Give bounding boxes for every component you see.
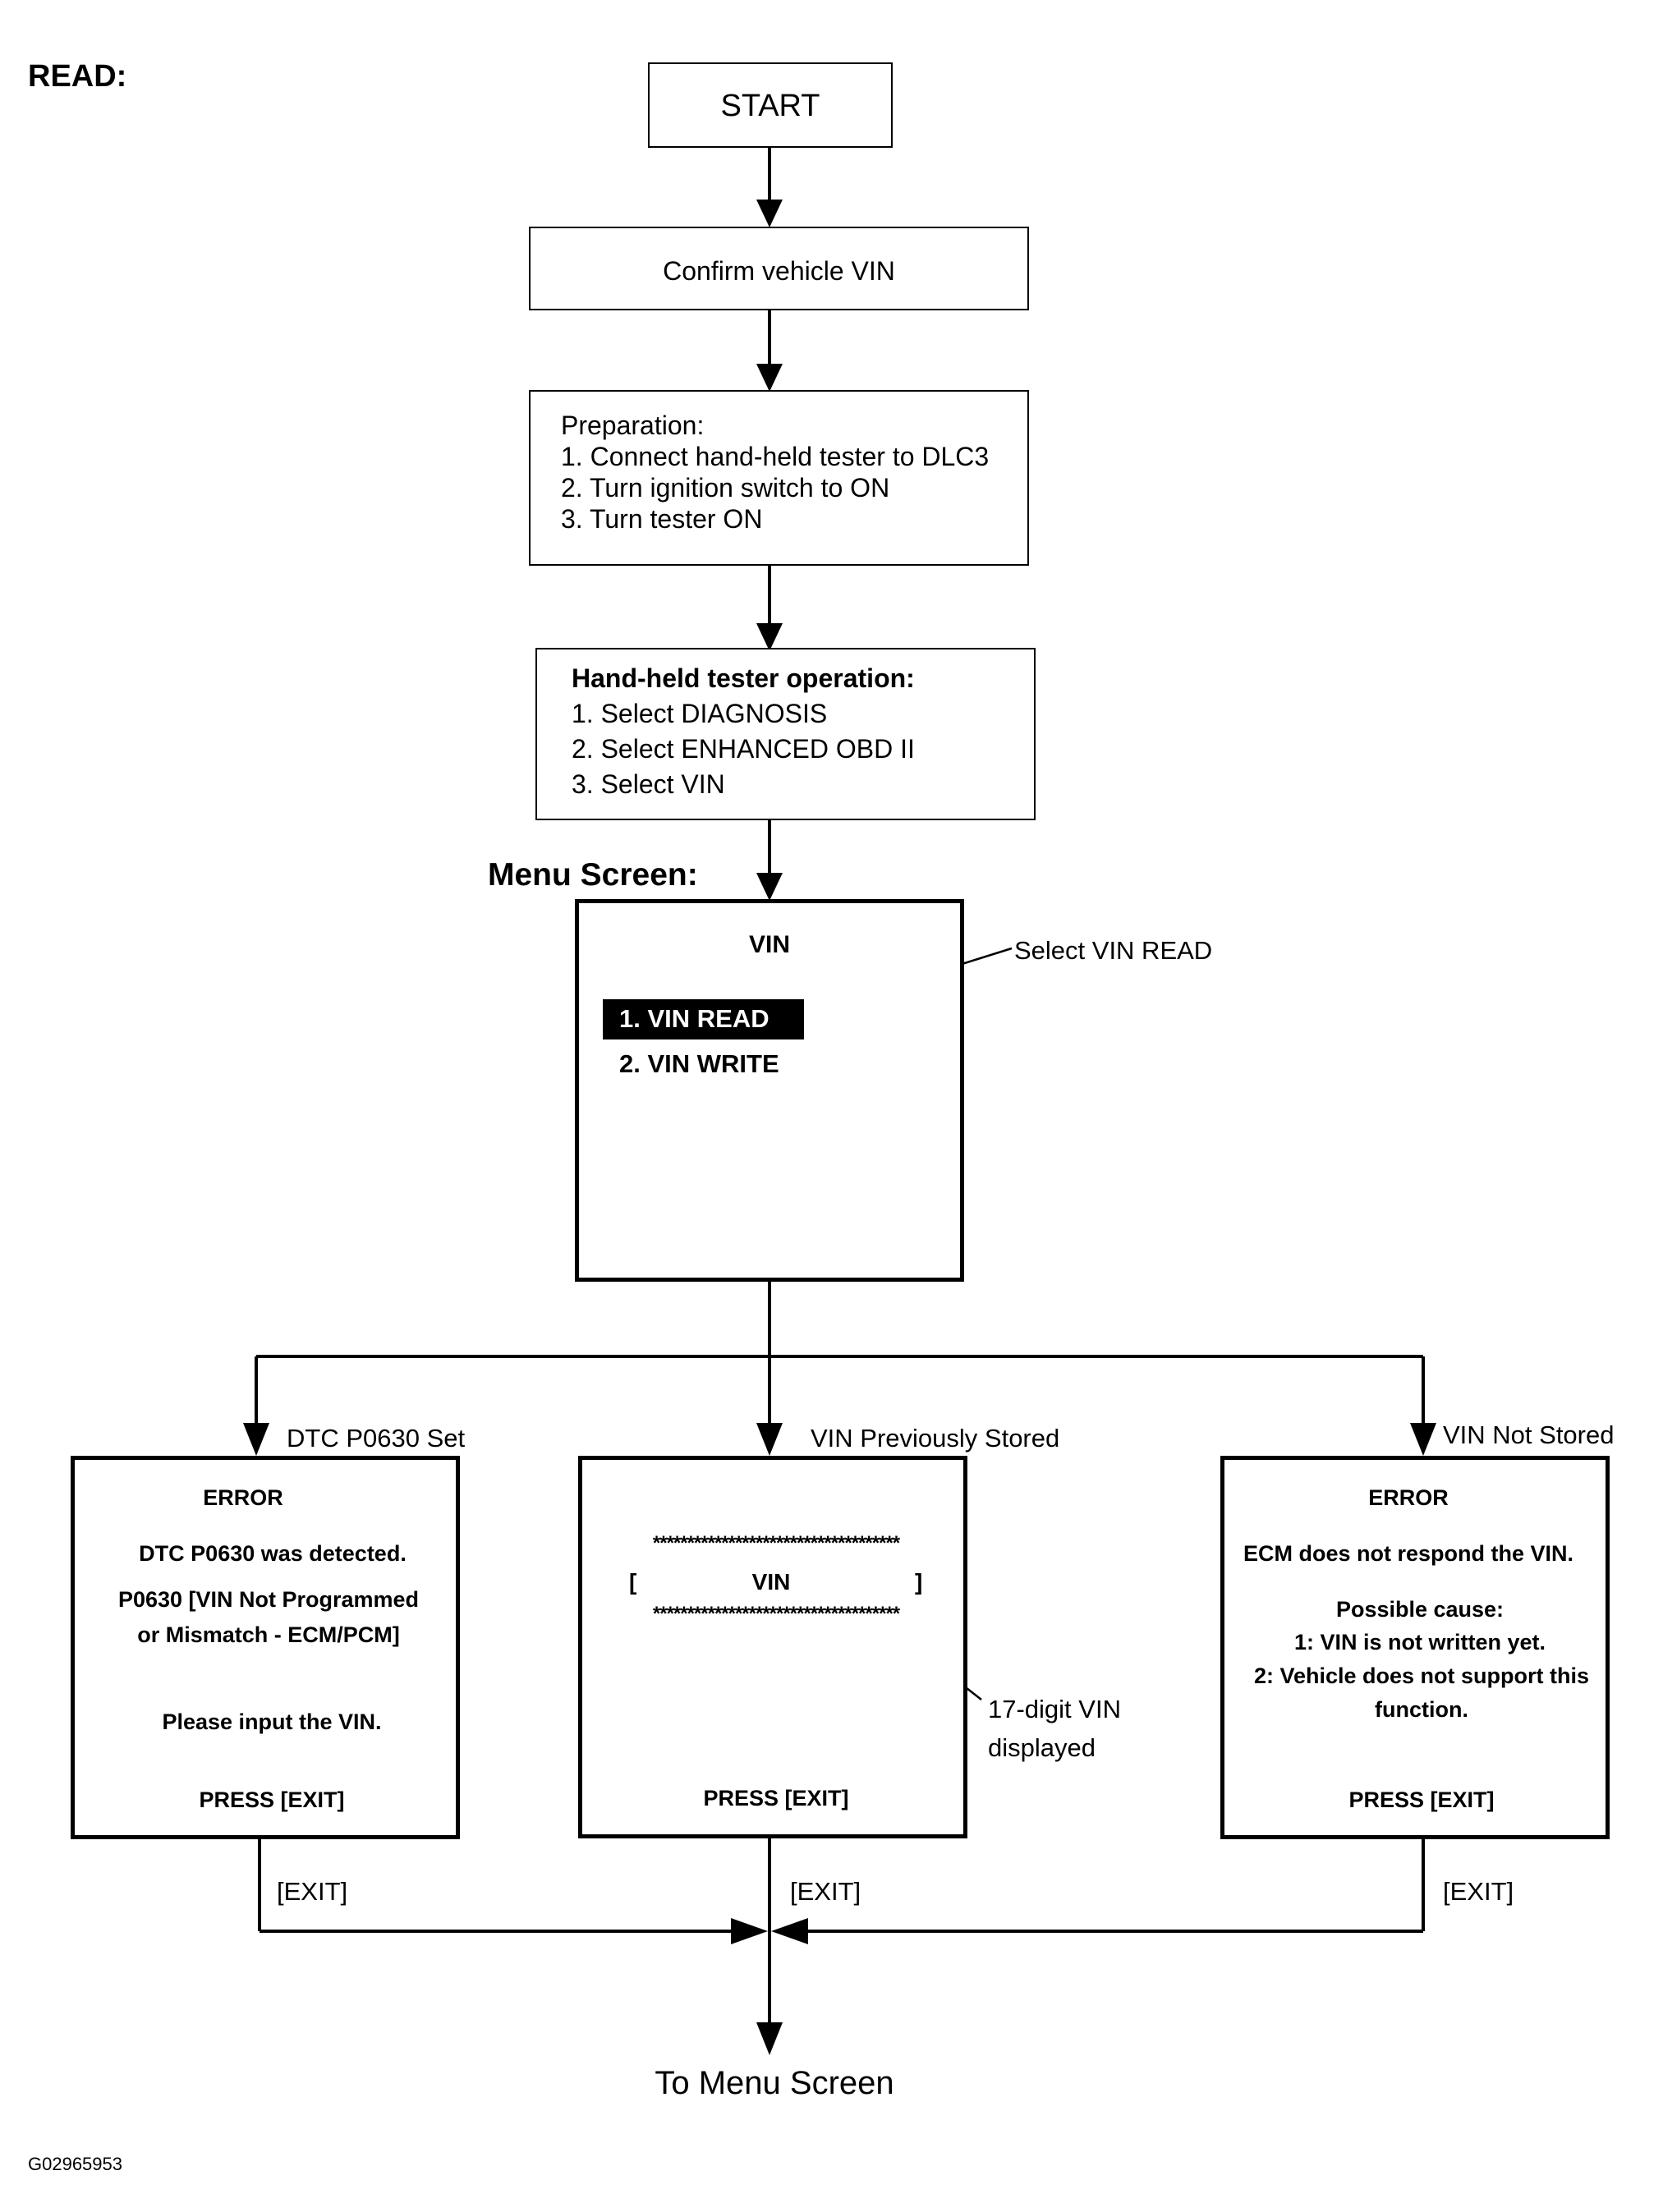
vin-bracket-left: [ xyxy=(629,1569,637,1595)
figure-id: G02965953 xyxy=(28,2154,122,2174)
error-line: 2: Vehicle does not support this xyxy=(1253,1664,1590,1688)
tester-operation-title: Hand-held tester operation: xyxy=(572,663,915,693)
exit-label-right: [EXIT] xyxy=(1443,1877,1514,1906)
branch-label-vin-stored: VIN Previously Stored xyxy=(811,1424,1060,1452)
menu-screen-title: VIN xyxy=(748,931,791,958)
vin-stars-bottom: ************************************ xyxy=(652,1603,900,1625)
press-exit-prompt: PRESS [EXIT] xyxy=(1348,1787,1495,1812)
callout-select-vin-read: Select VIN READ xyxy=(1014,936,1213,965)
vin-stars-top: ************************************ xyxy=(652,1532,900,1554)
screen-ecm-error: ERROR ECM does not respond the VIN. Poss… xyxy=(1220,1456,1610,1839)
section-heading: READ: xyxy=(28,59,127,94)
branch-label-dtc-set: DTC P0630 Set xyxy=(287,1424,466,1452)
start-label: START xyxy=(720,89,820,123)
error-line: Possible cause: xyxy=(1335,1597,1505,1622)
error-line: DTC P0630 was detected. xyxy=(139,1541,407,1566)
start-node: START xyxy=(648,62,893,148)
vin-bracket-right: ] xyxy=(915,1569,923,1595)
error-line: or Mismatch - ECM/PCM] xyxy=(137,1622,400,1647)
tester-operation-node: Hand-held tester operation: 1. Select DI… xyxy=(535,648,1036,820)
press-exit-prompt: PRESS [EXIT] xyxy=(199,1787,345,1812)
menu-item-label: 2. VIN WRITE xyxy=(619,1049,779,1078)
error-line: ECM does not respond the VIN. xyxy=(1243,1541,1574,1566)
tester-operation-step: 1. Select DIAGNOSIS xyxy=(572,699,828,728)
tester-operation-step: 2. Select ENHANCED OBD II xyxy=(572,734,915,764)
press-exit-prompt: PRESS [EXIT] xyxy=(703,1786,849,1810)
menu-item-vin-write[interactable]: 2. VIN WRITE xyxy=(603,1043,804,1083)
preparation-step: 3. Turn tester ON xyxy=(561,504,763,534)
exit-label-middle: [EXIT] xyxy=(790,1877,861,1906)
menu-screen-label: Menu Screen: xyxy=(488,857,698,893)
callout-line: displayed xyxy=(988,1733,1096,1762)
menu-screen: VIN 1. VIN READ 2. VIN WRITE xyxy=(575,899,964,1282)
menu-item-label: 1. VIN READ xyxy=(619,1004,769,1033)
vin-value: VIN xyxy=(751,1569,791,1595)
preparation-node: Preparation: 1. Connect hand-held tester… xyxy=(529,390,1029,566)
error-line: Please input the VIN. xyxy=(162,1709,382,1734)
error-line: P0630 [VIN Not Programmed xyxy=(117,1587,420,1612)
branch-label-vin-not-stored: VIN Not Stored xyxy=(1443,1420,1615,1449)
menu-item-vin-read[interactable]: 1. VIN READ xyxy=(603,999,804,1039)
tester-operation-step: 3. Select VIN xyxy=(572,769,725,799)
error-line: 1: VIN is not written yet. xyxy=(1293,1630,1546,1654)
end-to-menu-screen: To Menu Screen xyxy=(655,2065,894,2101)
confirm-vin-node: Confirm vehicle VIN xyxy=(529,227,1029,310)
preparation-title: Preparation: xyxy=(561,411,705,440)
exit-label-left: [EXIT] xyxy=(277,1877,348,1906)
error-title: ERROR xyxy=(203,1485,283,1510)
callout-vin-displayed: 17-digit VIN displayed xyxy=(988,1690,1121,1767)
screen-vin-display: ************************************ [ V… xyxy=(578,1456,967,1838)
preparation-step: 1. Connect hand-held tester to DLC3 xyxy=(561,442,990,471)
preparation-step: 2. Turn ignition switch to ON xyxy=(561,473,890,503)
error-line: function. xyxy=(1375,1697,1468,1722)
callout-line: 17-digit VIN xyxy=(988,1695,1121,1723)
confirm-vin-label: Confirm vehicle VIN xyxy=(663,256,895,286)
screen-dtc-error: ERROR DTC P0630 was detected. P0630 [VIN… xyxy=(71,1456,460,1839)
error-title: ERROR xyxy=(1368,1485,1449,1510)
